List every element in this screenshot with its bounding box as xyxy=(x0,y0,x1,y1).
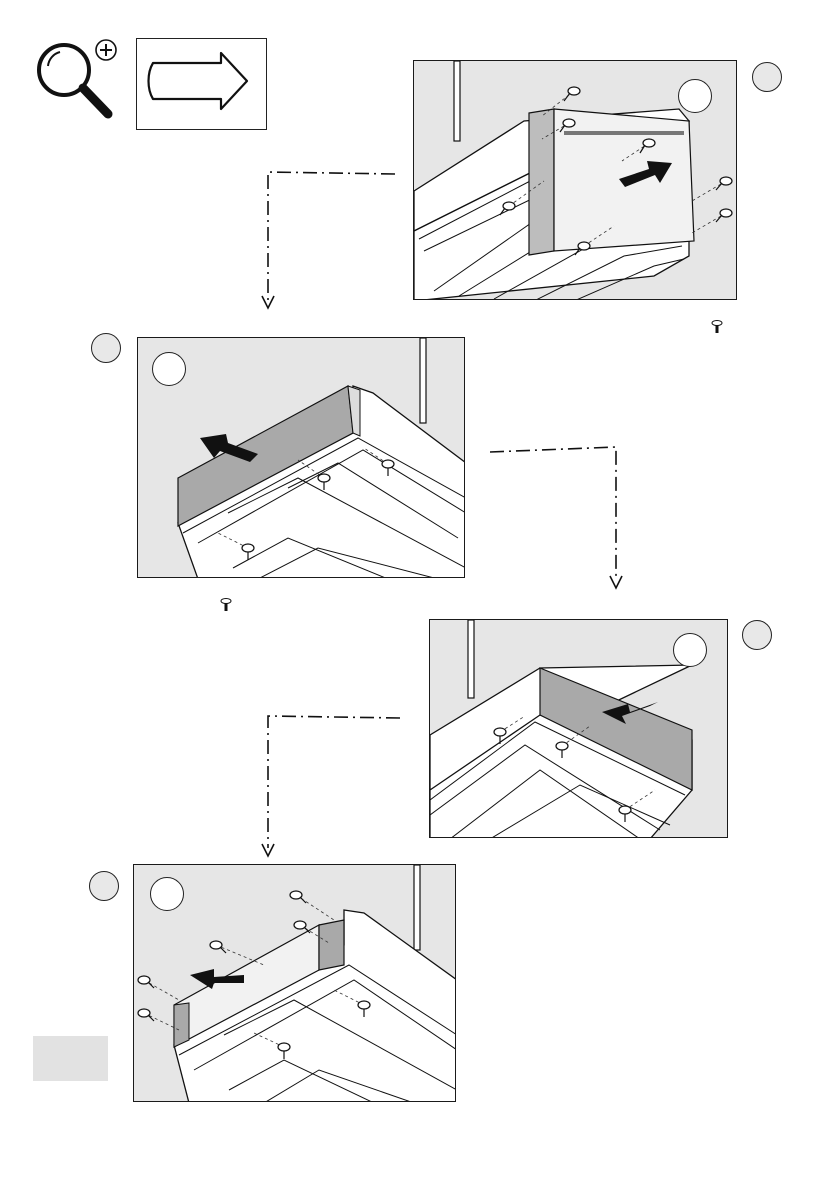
step-1-panel xyxy=(413,60,737,300)
step-1-inner-marker xyxy=(678,79,712,113)
screw-icon xyxy=(220,598,232,612)
step-2-panel xyxy=(137,337,465,578)
step-3-panel xyxy=(429,619,728,838)
screw-icon xyxy=(294,921,310,933)
step-4-marker xyxy=(89,871,119,901)
step-2-marker xyxy=(91,333,121,363)
step-4-inner-marker xyxy=(150,877,184,911)
step-1-marker xyxy=(752,62,782,92)
screw-icon xyxy=(210,941,226,953)
step-4-panel xyxy=(133,864,456,1102)
step-2-inner-marker xyxy=(152,352,186,386)
screw-icon xyxy=(138,1009,154,1021)
screw-icon xyxy=(138,976,154,988)
screw-icon xyxy=(716,177,732,190)
page-tab-marker xyxy=(33,1036,108,1081)
screw-icon xyxy=(564,87,580,101)
screw-icon xyxy=(716,209,732,222)
step-3-inner-marker xyxy=(673,633,707,667)
step-3-marker xyxy=(742,620,772,650)
screw-icon xyxy=(290,891,306,903)
screw-icon xyxy=(711,320,723,334)
